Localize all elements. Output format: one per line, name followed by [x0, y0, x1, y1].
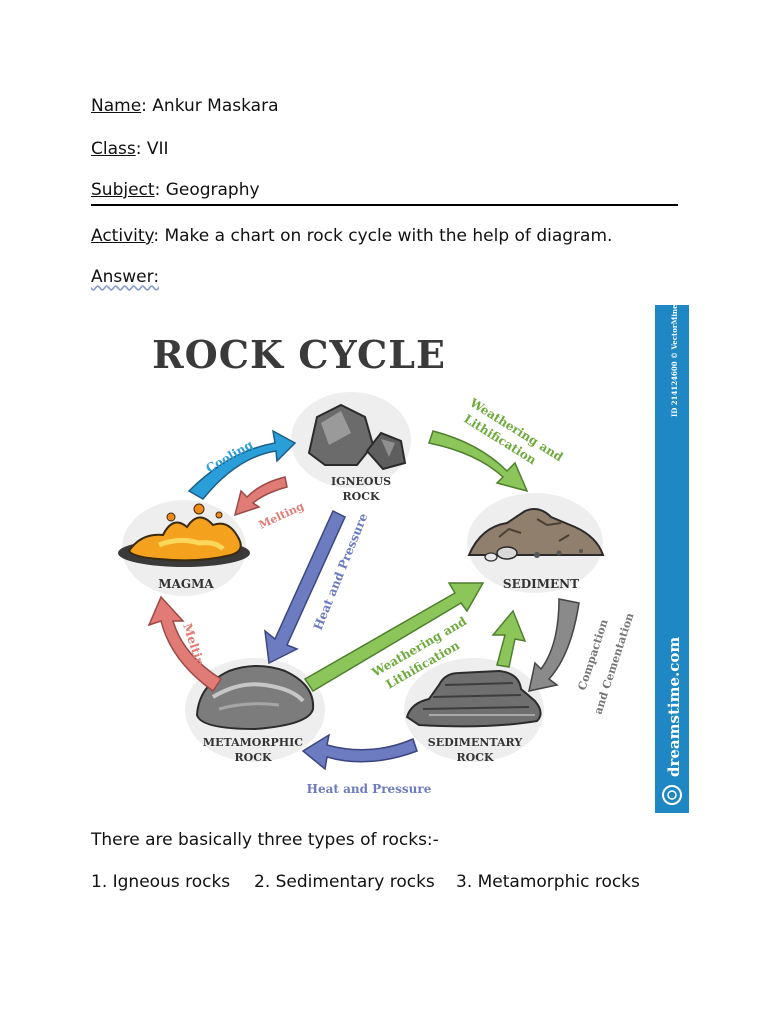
sedimentary-label-2: ROCK [456, 751, 493, 764]
rock-type-2: 2. Sedimentary rocks [254, 872, 435, 892]
name-line: Name: Ankur Maskara [91, 96, 279, 116]
diagram-title: ROCK CYCLE [152, 332, 446, 377]
activity-value: : Make a chart on rock cycle with the he… [153, 226, 612, 246]
class-line: Class: VII [91, 139, 169, 159]
answer-line: Answer: [91, 267, 159, 287]
answer-label: Answer: [91, 267, 159, 287]
name-value: : Ankur Maskara [141, 96, 278, 116]
name-label: Name [91, 96, 141, 116]
rock-cycle-svg: ROCK CYCLE IGNEOUS ROCK SEDIMENT MAGMA M… [89, 305, 689, 813]
sediment-label: SEDIMENT [503, 577, 579, 591]
igneous-label-1: IGNEOUS [331, 475, 391, 488]
class-value: : VII [136, 139, 169, 159]
rock-type-1: 1. Igneous rocks [91, 872, 230, 892]
sedimentary-label-1: SEDIMENTARY [428, 736, 523, 749]
intro-text: There are basically three types of rocks… [91, 830, 439, 850]
rock-cycle-diagram: ROCK CYCLE IGNEOUS ROCK SEDIMENT MAGMA M… [89, 305, 689, 813]
metamorphic-label-1: METAMORPHIC [203, 736, 303, 749]
igneous-label-2: ROCK [342, 490, 379, 503]
subject-value: : Geography [155, 180, 260, 200]
subject-label: Subject [91, 180, 155, 200]
class-label: Class [91, 139, 136, 159]
subject-line: Subject: Geography [91, 180, 260, 200]
horizontal-rule [91, 204, 678, 206]
metamorphic-label-2: ROCK [234, 751, 271, 764]
heat-pressure-bottom-label: Heat and Pressure [307, 782, 432, 796]
rock-type-3: 3. Metamorphic rocks [456, 872, 640, 892]
activity-label: Activity [91, 226, 153, 246]
banner-id-text: ID 214124600 © VectorMine [670, 305, 679, 417]
activity-line: Activity: Make a chart on rock cycle wit… [91, 226, 612, 246]
banner-brand: dreamstime.com [665, 637, 683, 777]
magma-label: MAGMA [158, 577, 214, 591]
